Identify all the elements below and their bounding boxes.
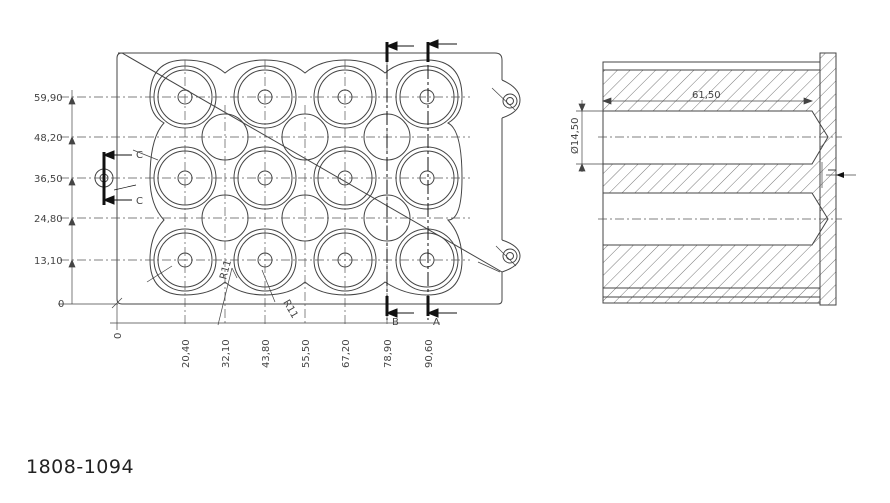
x-dim-20-40: 20,40 [181, 339, 192, 368]
section-view: 61,50 Ø14,50 [569, 52, 856, 306]
depth-dimension [602, 97, 813, 105]
diameter-dimension-label: Ø14,50 [569, 118, 581, 155]
mount-hole-bottom [502, 248, 518, 264]
y-dim-13-10: 13,10 [34, 256, 63, 267]
center-lines [60, 60, 470, 325]
y-dim-24-80: 24,80 [34, 214, 63, 225]
section-hatch [602, 69, 829, 304]
x-dim-55-50: 55,50 [301, 339, 312, 368]
x-dimension-lines [110, 297, 440, 330]
section-label-c-top: C [136, 150, 143, 161]
depth-dimension-label: 61,50 [692, 90, 721, 101]
y-dimension-labels: 59,90 48,20 36,50 24,80 13,10 0 [34, 93, 64, 310]
cut-label-b: B [392, 317, 399, 328]
x-dimension-labels: 0 20,40 32,10 43,80 55,50 67,20 78,90 90… [113, 333, 435, 368]
mounting-ear-top [501, 79, 521, 119]
y-dim-48-20: 48,20 [34, 133, 63, 144]
y-dimension-lines [58, 90, 118, 305]
section-c-indicator [94, 150, 137, 205]
flange [819, 52, 837, 306]
y-dim-36-50: 36,50 [34, 174, 63, 185]
x-dim-32-10: 32,10 [221, 339, 232, 368]
leader-lines [132, 87, 517, 326]
x-dim-67-20: 67,20 [341, 339, 352, 368]
section-cut-lines [385, 39, 457, 320]
x-dim-90-60: 90,60 [424, 339, 435, 368]
cut-label-a: A [433, 317, 440, 328]
small-bores [201, 113, 411, 242]
diameter-dimension [576, 100, 603, 172]
part-number: 1808-1094 [26, 456, 135, 478]
x-dim-43-80: 43,80 [261, 339, 272, 368]
y-dim-0: 0 [58, 299, 64, 310]
front-view: 59,90 48,20 36,50 24,80 13,10 0 0 20,40 … [34, 39, 521, 368]
plate-outline [116, 52, 503, 305]
radius-label-1: R11 [218, 259, 234, 281]
y-dim-59-90: 59,90 [34, 93, 63, 104]
x-dim-0: 0 [113, 333, 124, 339]
large-bores [153, 65, 459, 292]
x-dim-78-90: 78,90 [383, 339, 394, 368]
mount-hole-top [502, 93, 518, 109]
section-label-c-bottom: C [136, 196, 143, 207]
radius-label-2: R11 [280, 298, 299, 321]
mounting-ear-bottom [501, 239, 521, 273]
